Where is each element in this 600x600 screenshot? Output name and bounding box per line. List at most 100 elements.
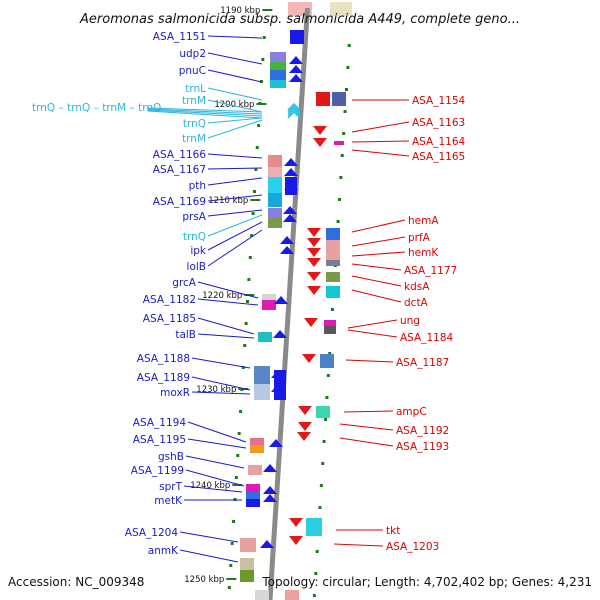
right-label-connector [351, 236, 406, 247]
trna-chevron [287, 110, 301, 119]
down-arrow-glyph [307, 248, 321, 257]
ruler-tick-label: 1200 kbp [214, 100, 254, 110]
left-gene-label: ASA_1199 [131, 465, 184, 477]
header-feature-b [330, 2, 352, 16]
footer-feature [285, 590, 299, 600]
right-gene-block [320, 354, 334, 368]
left-label-connector [207, 177, 263, 186]
up-arrow-glyph [263, 486, 277, 494]
left-label-connector [207, 153, 263, 159]
trna-cluster-connector [147, 109, 263, 117]
left-gene-label: ASA_1195 [133, 434, 186, 446]
left-gene-label: pnuC [179, 65, 206, 77]
left-label-connector [183, 485, 243, 493]
left-gene-label: talB [175, 329, 196, 341]
up-arrow-glyph [289, 65, 303, 73]
left-label-connector [207, 167, 263, 170]
left-gene-block [254, 366, 270, 384]
left-gene-label: trnQ [183, 118, 206, 130]
right-gene-block [332, 92, 346, 106]
left-label-connector [207, 214, 263, 237]
right-gene-label: ASA_1184 [400, 332, 454, 344]
right-label-connector [351, 289, 402, 303]
left-gene-block [268, 193, 282, 207]
left-label-connector [197, 317, 255, 335]
left-gene-block [250, 438, 264, 445]
left-label-connector [207, 221, 263, 251]
left-gene-label: trnL [185, 83, 206, 95]
down-arrow-glyph [307, 228, 321, 237]
track-dot [315, 550, 319, 553]
left-label-connector [191, 391, 251, 395]
right-gene-label: ASA_1192 [396, 425, 449, 437]
right-gene-block [334, 141, 344, 145]
track-dot [328, 352, 332, 355]
right-gene-label: ASA_1187 [396, 357, 449, 369]
right-gene-block [326, 286, 340, 298]
right-gene-label: prfA [408, 232, 431, 244]
track-dot [232, 520, 236, 523]
track-dot [248, 256, 252, 259]
right-gene-label: ASA_1163 [412, 117, 465, 129]
left-gene-label: metK [154, 495, 183, 507]
left-gene-label: ASA_1188 [137, 353, 190, 365]
right-label-connector [351, 140, 410, 143]
left-label-connector [207, 119, 263, 139]
up-arrow-glyph [280, 236, 294, 244]
genome-summary-text: Topology: circular; Length: 4,702,402 bp… [261, 575, 592, 589]
track-dot [229, 564, 233, 567]
track-dot [331, 308, 334, 311]
left-gene-label: trnM [182, 95, 206, 107]
left-gene-block [270, 70, 286, 80]
right-gene-label: tkt [386, 525, 400, 537]
right-gene-block [324, 320, 336, 326]
left-label-connector [197, 333, 255, 339]
down-arrow-glyph [289, 518, 303, 527]
track-dot [236, 454, 240, 457]
right-label-connector [333, 543, 384, 547]
right-gene-label: ASA_1193 [396, 441, 449, 453]
track-dot [239, 410, 243, 413]
left-label-connector [207, 209, 263, 217]
right-label-connector [347, 329, 398, 338]
track-dot [244, 322, 248, 325]
right-gene-block [326, 260, 340, 266]
right-gene-block [326, 272, 340, 282]
track-dot [227, 586, 231, 589]
left-label-connector [191, 376, 251, 391]
track-dot [342, 132, 346, 135]
track-dot [312, 594, 316, 597]
left-gene-label: ASA_1204 [125, 527, 179, 539]
track-dot [314, 572, 318, 575]
track-dot [337, 198, 341, 201]
right-gene-label: hemK [408, 247, 439, 259]
left-gene-block [290, 30, 304, 44]
accession-text: Accession: NC_009348 [8, 575, 144, 589]
left-gene-label: ASA_1189 [137, 372, 190, 384]
left-gene-label: gshB [158, 451, 184, 463]
left-gene-block [270, 52, 286, 62]
right-label-connector [351, 263, 402, 271]
left-gene-block [240, 558, 254, 570]
track-dot [254, 168, 258, 171]
left-label-connector [207, 99, 263, 113]
right-label-connector [351, 149, 410, 157]
ruler-tick-label: 1230 kbp [196, 385, 236, 395]
left-gene-label: anmK [148, 545, 179, 557]
left-gene-block [240, 570, 254, 582]
track-dot [340, 154, 344, 157]
trna-chevron [287, 104, 301, 113]
left-gene-block [268, 218, 282, 228]
left-gene-label: udp2 [179, 48, 206, 60]
track-dot [324, 418, 328, 421]
left-gene-block [248, 465, 262, 475]
trna-cluster-connector [147, 108, 263, 115]
left-label-connector [179, 549, 239, 563]
track-dot [252, 190, 256, 193]
left-gene-block [240, 538, 256, 552]
track-dot [262, 36, 266, 39]
left-gene-block [254, 384, 270, 400]
up-arrow-glyph [283, 214, 297, 222]
